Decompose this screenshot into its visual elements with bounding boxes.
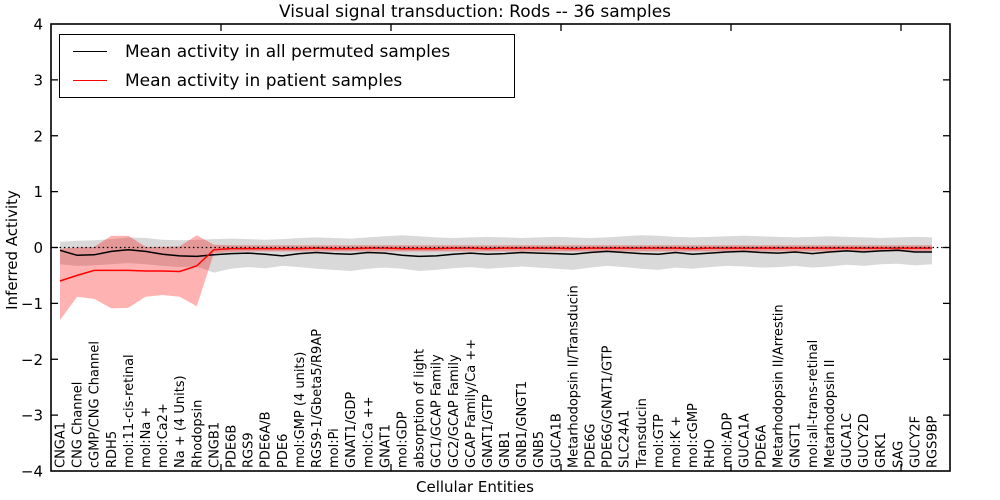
category-label: GUCA1C (840, 413, 855, 468)
category-label: GC1/GCAP Family (430, 354, 445, 468)
category-label: GNAT1 (378, 424, 393, 468)
category-label: CNG Channel (71, 382, 86, 468)
y-tick-label: 3 (33, 71, 43, 89)
category-label: GUCY2F (908, 416, 923, 468)
legend-entry-permuted: Mean activity in all permuted samples (60, 39, 514, 65)
legend-label-patient: Mean activity in patient samples (125, 70, 403, 91)
y-tick-label: −3 (21, 407, 43, 425)
category-label: absorption of light (413, 349, 428, 468)
category-label: mol:Na + (139, 407, 154, 468)
y-tick-label: −1 (21, 295, 43, 313)
category-label: mol:ADP (720, 412, 735, 468)
category-label: PDE6B (225, 425, 240, 468)
legend-entry-patient: Mean activity in patient samples (60, 68, 514, 94)
category-label: mol:K + (669, 416, 684, 468)
y-tick-label: 2 (33, 127, 43, 145)
y-tick-label: −2 (21, 351, 43, 369)
category-label: Metarhodopsin II (823, 360, 838, 468)
category-label: PDE6G (584, 424, 599, 468)
category-label: mol:GMP (4 units) (293, 352, 308, 468)
category-label: GNAT1/GDP (344, 392, 359, 468)
category-label: mol:GTP (652, 414, 667, 468)
category-label: SLC24A1 (618, 410, 633, 468)
category-label: mol:cGMP (686, 403, 701, 468)
category-label: GNB1/GNGT1 (515, 381, 530, 468)
y-tick-label: 0 (33, 239, 43, 257)
category-label: GNB1 (498, 431, 513, 468)
category-label: PDE6G/GNAT1/GTP (601, 345, 616, 468)
category-label: CNGA1 (54, 422, 69, 468)
category-label: GNB5 (532, 431, 547, 468)
category-label: Metarhodopsin II/Transducin (566, 285, 581, 468)
category-label: mol:Ca2+ (156, 403, 171, 468)
category-label: mol:11-cis-retinal (122, 354, 137, 468)
y-tick-label: 1 (33, 183, 43, 201)
category-label: Na + (4 Units) (173, 375, 188, 468)
category-label: RGS9-1/Gbeta5/R9AP (310, 329, 325, 468)
category-label: SAG (891, 441, 906, 468)
x-axis-label: Cellular Entities (416, 478, 534, 496)
legend: Mean activity in all permuted samples Me… (59, 34, 515, 98)
y-tick-label: −4 (21, 463, 43, 481)
category-label: mol:GDP (396, 411, 411, 468)
y-tick-label: 4 (33, 16, 43, 34)
category-label: mol:all-trans-retinal (806, 340, 821, 468)
category-label: PDE6 (276, 434, 291, 468)
permuted-mean-line (59, 248, 932, 258)
category-label: GC2/GCAP Family (447, 354, 462, 468)
category-label: mol:Pi (327, 428, 342, 468)
category-label: RHO (703, 439, 718, 468)
category-label: GUCA1B (549, 413, 564, 468)
y-axis-label: Inferred Activity (3, 190, 21, 310)
category-label: RGS9 (242, 432, 257, 468)
category-label: cGMP/CNG Channel (88, 341, 103, 468)
category-label: GCAP Family/Ca ++ (464, 339, 479, 468)
category-label: GUCA1A (737, 413, 752, 468)
legend-label-permuted: Mean activity in all permuted samples (125, 41, 451, 62)
category-label: Transducin (635, 398, 650, 469)
category-label: Rhodopsin (190, 400, 205, 468)
category-label: GRK1 (874, 432, 889, 468)
category-label: RGS9BP (926, 415, 941, 468)
category-label: Metarhodopsin II/Arrestin (772, 304, 787, 468)
category-label: GUCY2D (857, 413, 872, 468)
patient-mean-line (59, 247, 932, 282)
category-label: GNGT1 (789, 422, 804, 468)
category-label: GNAT1/GTP (481, 394, 496, 468)
chart-title: Visual signal transduction: Rods -- 36 s… (278, 2, 672, 22)
category-label: PDE6A/B (259, 411, 274, 468)
patient-line-sample (73, 80, 107, 81)
category-label: mol:Ca ++ (361, 396, 376, 468)
category-label: RDH5 (105, 431, 120, 468)
permuted-line-sample (73, 51, 107, 52)
category-label: PDE6A (755, 425, 770, 468)
category-label: CNGB1 (207, 422, 222, 468)
